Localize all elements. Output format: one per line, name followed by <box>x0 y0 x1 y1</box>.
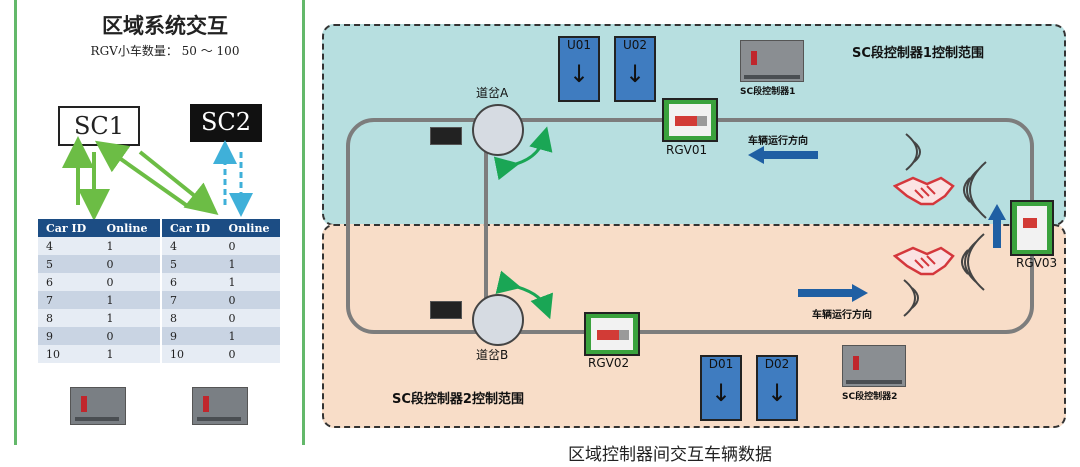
controller-1-image <box>740 40 804 82</box>
controller-2-label: SC段控制器2 <box>842 392 898 402</box>
rgv03-vehicle <box>1010 200 1054 256</box>
header-online: Online <box>220 219 280 237</box>
table-cell: 8 <box>162 309 221 327</box>
arrow-cross-up <box>94 140 188 207</box>
switch-b-device <box>430 301 462 319</box>
diagram-caption: 区域控制器间交互车辆数据 <box>568 445 772 465</box>
d01-box: D01 ↓ <box>700 355 742 421</box>
panel-subtitle: RGV小车数量： 50 ～ 100 <box>90 44 240 58</box>
header-online: Online <box>98 219 160 237</box>
switch-b-label: 道岔B <box>476 348 509 362</box>
table-cell: 0 <box>98 273 160 291</box>
u01-label: U01 <box>566 38 592 52</box>
u02-box: U02 ↓ <box>614 36 656 102</box>
table-cell: 1 <box>220 327 280 345</box>
direction-2-arrow <box>798 284 868 302</box>
table-cell: 7 <box>38 291 99 309</box>
table-cell: 10 <box>38 345 99 363</box>
rgv01-label: RGV01 <box>666 143 708 157</box>
table-cell: 1 <box>98 309 160 327</box>
header-car-id: Car ID <box>162 219 221 237</box>
direction-1-arrow <box>748 146 818 164</box>
wireless-icon <box>963 161 987 219</box>
arrow-cross-down <box>138 150 219 216</box>
handshake-icon <box>893 246 955 276</box>
controller-1-label: SC段控制器1 <box>740 87 796 97</box>
header-car-id: Car ID <box>38 219 99 237</box>
zone-2-label: SC段控制器2控制范围 <box>392 392 524 407</box>
d02-box: D02 ↓ <box>756 355 798 421</box>
arrow-down-icon: ↓ <box>624 60 646 88</box>
switch-a-device <box>430 127 462 145</box>
table-cell: 1 <box>98 237 160 255</box>
rgv01-vehicle <box>662 98 718 142</box>
controller-2-image <box>842 345 906 387</box>
table-cell: 6 <box>162 273 221 291</box>
table-cell: 9 <box>38 327 99 345</box>
direction-2-label: 车辆运行方向 <box>812 310 872 321</box>
table-cell: 0 <box>220 291 280 309</box>
wireless-icon <box>903 279 919 317</box>
table-cell: 1 <box>220 273 280 291</box>
table-cell: 0 <box>220 237 280 255</box>
table-cell: 7 <box>162 291 221 309</box>
direction-1-label: 车辆运行方向 <box>748 136 808 147</box>
u02-label: U02 <box>622 38 648 52</box>
table-cell: 0 <box>98 255 160 273</box>
rgv02-label: RGV02 <box>588 356 630 370</box>
table-cell: 10 <box>162 345 221 363</box>
table-cell: 1 <box>98 345 160 363</box>
wireless-icon <box>905 133 921 171</box>
table-cell: 1 <box>98 291 160 309</box>
wireless-icon <box>961 233 985 291</box>
link-arrows <box>62 136 253 221</box>
table-cell: 9 <box>162 327 221 345</box>
table-cell: 8 <box>38 309 99 327</box>
d01-label: D01 <box>708 357 734 371</box>
rgv03-label: RGV03 <box>1016 256 1058 270</box>
table-cell: 0 <box>220 309 280 327</box>
rgv02-vehicle <box>584 312 640 356</box>
table-cell: 5 <box>162 255 221 273</box>
table-cell: 1 <box>220 255 280 273</box>
switch-a-label: 道岔A <box>476 86 509 100</box>
handshake-icon <box>893 176 955 206</box>
rotate-arrow-a <box>493 126 553 181</box>
d02-label: D02 <box>764 357 790 371</box>
table-cell: 0 <box>220 345 280 363</box>
left-divider <box>14 0 17 445</box>
controller-image <box>70 387 126 425</box>
zone-1-label: SC段控制器1控制范围 <box>852 46 984 61</box>
rotate-arrow-b <box>495 270 554 320</box>
table-cell: 4 <box>38 237 99 255</box>
right-divider <box>302 0 305 445</box>
switch-a-icon <box>472 104 524 156</box>
arrow-down-icon: ↓ <box>766 379 788 407</box>
switch-b-icon <box>472 294 524 346</box>
u01-box: U01 ↓ <box>558 36 600 102</box>
arrow-down-icon: ↓ <box>710 379 732 407</box>
table-cell: 4 <box>162 237 221 255</box>
arrow-down-icon: ↓ <box>568 60 590 88</box>
table-cell: 0 <box>98 327 160 345</box>
table-cell: 5 <box>38 255 99 273</box>
panel-title: 区域系统交互 <box>102 13 228 38</box>
rgv03-up-arrow <box>988 204 1006 248</box>
table-cell: 6 <box>38 273 99 291</box>
sc2-box: SC2 <box>190 104 262 142</box>
controller-image <box>192 387 248 425</box>
